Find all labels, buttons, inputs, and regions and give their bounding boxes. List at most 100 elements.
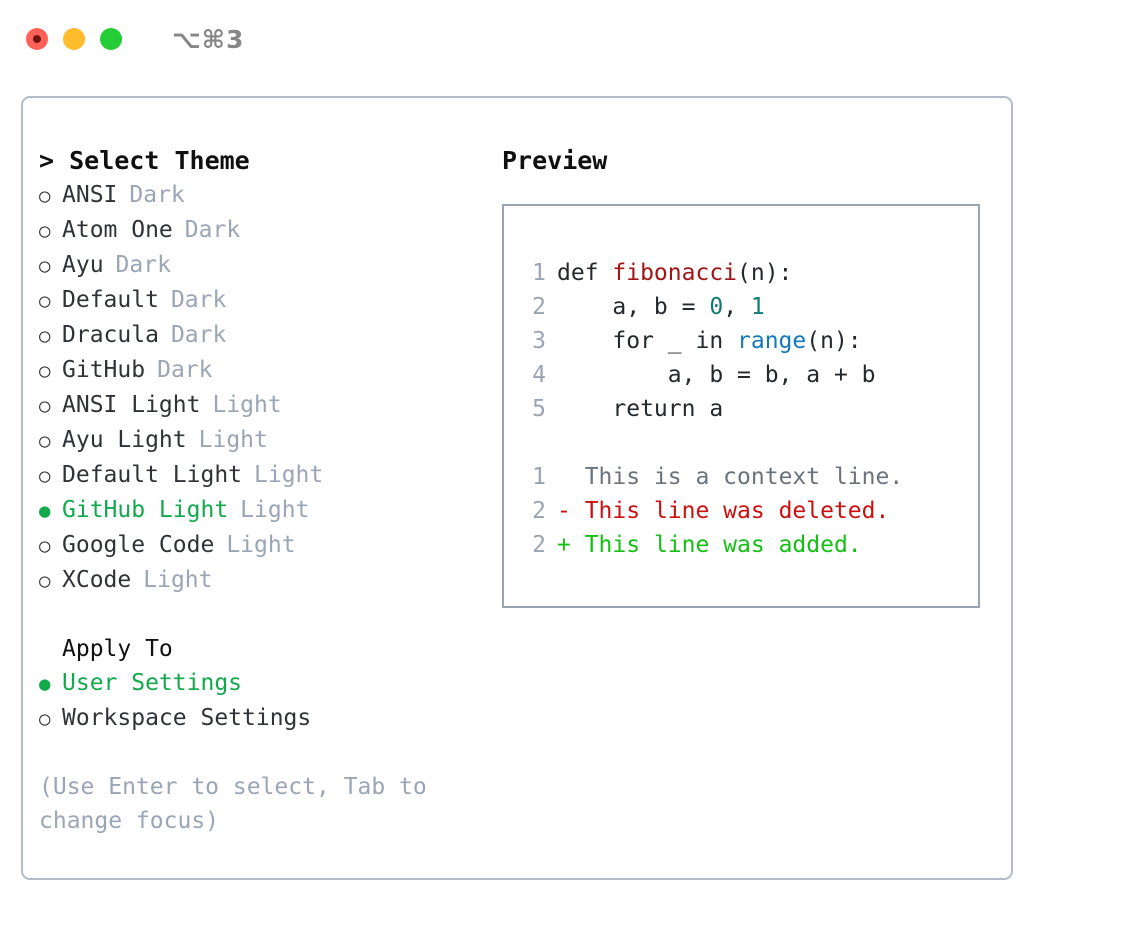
diff-marker: +: [557, 532, 585, 558]
theme-variant-tag: Dark: [115, 252, 171, 278]
close-button-icon[interactable]: [26, 28, 48, 50]
radio-selected-icon: ●: [39, 673, 51, 695]
theme-option-label: Default Light: [62, 462, 243, 488]
apply-to-option-user-settings[interactable]: ● User Settings: [39, 666, 469, 701]
theme-option-ansi-light[interactable]: ○ ANSI Light Light: [39, 388, 469, 423]
code-token: 0: [709, 294, 724, 320]
diff-line-text: This line was added.: [584, 532, 862, 558]
theme-variant-tag: Light: [212, 392, 282, 418]
theme-option-label: Atom One: [62, 217, 173, 243]
radio-unselected-icon: ○: [39, 220, 51, 242]
theme-option-ayu-light[interactable]: ○ Ayu Light Light: [39, 423, 469, 458]
code-token: range: [737, 328, 807, 354]
radio-unselected-icon: ○: [39, 290, 51, 312]
theme-option-label: ANSI Light: [62, 392, 201, 418]
code-line-content: a, b = b, a + b: [557, 358, 876, 392]
code-token: for _ in: [557, 328, 738, 354]
diff-line-text: This line was deleted.: [584, 498, 890, 524]
diff-line: 2+ This line was added.: [516, 528, 978, 562]
code-line: 5 return a: [516, 392, 978, 426]
theme-option-atom-one[interactable]: ○ Atom One Dark: [39, 213, 469, 248]
line-number: 4: [532, 362, 546, 388]
line-number: 5: [532, 396, 546, 422]
diff-marker: [557, 460, 585, 494]
apply-to-list[interactable]: ● User Settings ○ Workspace Settings: [39, 666, 469, 736]
theme-option-label: Dracula: [62, 322, 159, 348]
code-token: def: [557, 260, 613, 286]
code-line: 1 def fibonacci(n):: [516, 256, 978, 290]
apply-to-option-label: User Settings: [62, 670, 243, 696]
radio-unselected-icon: ○: [39, 535, 51, 557]
keyboard-shortcut-label: ⌥⌘3: [172, 24, 245, 54]
radio-unselected-icon: ○: [39, 708, 51, 730]
apply-to-heading: Apply To: [62, 636, 173, 662]
code-token: (n):: [737, 260, 793, 286]
theme-variant-tag: Light: [198, 427, 268, 453]
preview-heading: Preview: [502, 146, 608, 175]
radio-selected-icon: ●: [39, 500, 51, 522]
zoom-button-icon[interactable]: [100, 28, 122, 50]
line-number: 2: [532, 294, 546, 320]
theme-option-label: GitHub: [62, 357, 146, 383]
title-bar: ⌥⌘3: [0, 0, 1140, 78]
theme-variant-tag: Dark: [129, 182, 185, 208]
radio-unselected-icon: ○: [39, 570, 51, 592]
apply-to-option-label: Workspace Settings: [62, 705, 312, 731]
theme-variant-tag: Light: [240, 497, 310, 523]
theme-option-label: Default: [62, 287, 159, 313]
theme-variant-tag: Dark: [170, 322, 227, 348]
code-token: fibonacci: [612, 260, 738, 286]
code-token: ,: [723, 294, 751, 320]
theme-variant-tag: Light: [143, 567, 213, 593]
code-line: 4 a, b = b, a + b: [516, 358, 978, 392]
help-text: (Use Enter to select, Tab to change focu…: [39, 774, 427, 834]
minimize-button-icon[interactable]: [63, 28, 85, 50]
code-token: a, b = b, a + b: [557, 362, 876, 388]
diff-line: 1 This is a context line.: [516, 460, 978, 494]
code-line-content: def fibonacci(n):: [557, 256, 792, 290]
radio-unselected-icon: ○: [39, 395, 51, 417]
line-number: 3: [532, 328, 546, 354]
apply-to-option-workspace-settings[interactable]: ○ Workspace Settings: [39, 701, 469, 736]
spacer: [39, 598, 469, 632]
theme-variant-tag: Light: [254, 462, 324, 488]
code-token: 1: [750, 294, 765, 320]
window-controls: [26, 28, 122, 50]
radio-unselected-icon: ○: [39, 325, 51, 347]
radio-unselected-icon: ○: [39, 255, 51, 277]
code-token: a, b =: [557, 294, 710, 320]
theme-option-label: Google Code: [62, 532, 215, 558]
radio-unselected-icon: ○: [39, 430, 51, 452]
theme-variant-tag: Dark: [184, 217, 241, 243]
theme-variant-tag: Dark: [157, 357, 213, 383]
theme-option-dracula[interactable]: ○ Dracula Dark: [39, 318, 469, 353]
line-number: 1: [532, 260, 546, 286]
theme-option-label: Ayu Light: [62, 427, 187, 453]
line-number: 1: [532, 464, 546, 490]
select-theme-heading: > Select Theme: [39, 146, 250, 175]
code-line-content: return a: [557, 392, 723, 426]
theme-option-github-light[interactable]: ● GitHub Light Light: [39, 493, 469, 528]
code-line: 3 for _ in range(n):: [516, 324, 978, 358]
line-number: 2: [532, 498, 546, 524]
diff-line: 2- This line was deleted.: [516, 494, 978, 528]
diff-marker: -: [557, 498, 585, 524]
spacer: [516, 426, 978, 460]
code-token: (n):: [806, 328, 862, 354]
code-token: return a: [557, 396, 724, 422]
radio-unselected-icon: ○: [39, 185, 51, 207]
theme-option-label: GitHub Light: [62, 497, 229, 523]
